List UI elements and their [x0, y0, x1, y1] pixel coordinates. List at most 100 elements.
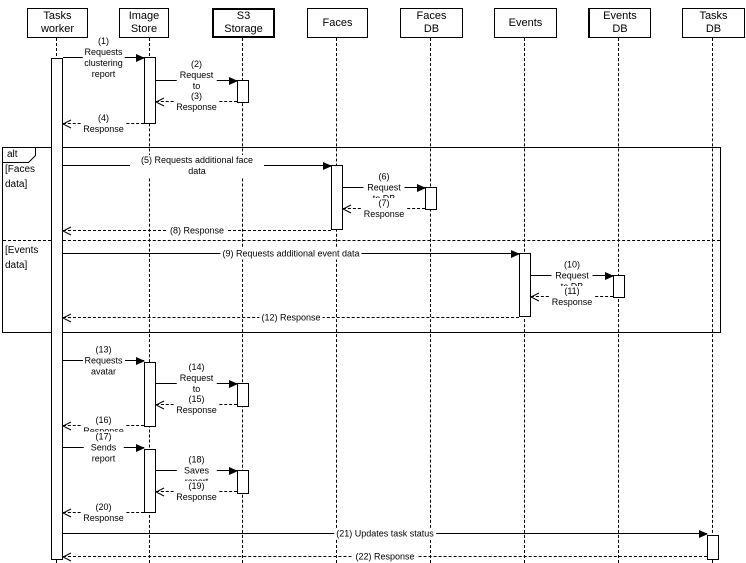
- msg-5-requests-additional-face-data: (5) Requests additional face data: [63, 155, 332, 177]
- message-label: (7) Response: [361, 198, 407, 220]
- message-label: (4) Response: [81, 113, 126, 135]
- msg-6-request-to-db: (6) Request to DB: [343, 171, 426, 205]
- activation-image-store-2: [144, 362, 156, 427]
- msg-19-response: (19) Response: [155, 481, 237, 503]
- msg-7-response: (7) Response: [342, 198, 425, 220]
- msg-22-response: (22) Response: [62, 551, 707, 563]
- actor-label: S3 Storage: [224, 10, 263, 35]
- msg-21-updates-task-status: (21) Updates task status: [63, 528, 708, 540]
- lifeline-image-store: [149, 38, 150, 563]
- activation-s3-storage-3: [237, 470, 249, 494]
- activation-tasks-worker: [51, 58, 63, 560]
- alt-operator-label: alt: [7, 149, 18, 160]
- msg-15-response: (15) Response: [155, 394, 237, 416]
- message-label: (9) Requests additional event data: [220, 248, 362, 260]
- arrowhead-filled-icon: [511, 250, 520, 258]
- arrowhead-open-icon: [62, 552, 72, 562]
- actor-label: Events DB: [603, 10, 637, 35]
- actor-label: Faces: [322, 16, 353, 29]
- message-label: (15) Response: [174, 394, 219, 416]
- actor-label: Tasks worker: [40, 10, 74, 35]
- message-label: (12) Response: [259, 312, 323, 324]
- actor-events-db: Events DB: [588, 8, 651, 38]
- msg-1-requests-clustering-report: (1) Requests clustering report: [63, 36, 145, 80]
- msg-17-sends-report: (17) Sends report: [63, 431, 145, 465]
- arrowhead-open-icon: [530, 292, 540, 302]
- arrowhead-filled-icon: [605, 272, 614, 280]
- message-label: (21) Updates task status: [334, 528, 436, 540]
- actor-tasks-db: Tasks DB: [682, 8, 745, 38]
- actor-faces: Faces: [307, 8, 368, 38]
- arrowhead-filled-icon: [323, 162, 332, 170]
- message-label: (8) Response: [167, 225, 227, 237]
- activation-events: [519, 253, 531, 317]
- lifeline-events-db: [618, 38, 619, 563]
- message-label: (20) Response: [81, 502, 126, 524]
- arrowhead-open-icon: [342, 204, 352, 214]
- activation-events-db: [613, 275, 625, 298]
- message-label: (3) Response: [174, 91, 219, 113]
- message-label: (13) Requests avatar: [82, 344, 125, 378]
- actor-label: Events: [508, 16, 543, 29]
- guard-faces-data: [Faces data]: [5, 164, 36, 190]
- msg-8-response: (8) Response: [62, 225, 331, 237]
- activation-s3-storage-1: [237, 80, 249, 103]
- msg-14-request-to-storage: (14) Request to storage: [156, 362, 238, 406]
- arrowhead-filled-icon: [136, 444, 145, 452]
- arrowhead-open-icon: [62, 119, 72, 129]
- actor-image-store: Image Store: [119, 8, 169, 38]
- activation-image-store-1: [144, 57, 156, 124]
- lifeline-s3-storage: [242, 38, 243, 563]
- msg-9-requests-additional-event-data: (9) Requests additional event data: [63, 248, 520, 260]
- arrowhead-open-icon: [62, 226, 72, 236]
- actor-tasks-worker: Tasks worker: [27, 8, 88, 38]
- lifeline-tasks-db: [712, 38, 713, 563]
- arrowhead-filled-icon: [136, 357, 145, 365]
- actor-faces-db: Faces DB: [400, 8, 463, 38]
- actor-label: Faces DB: [416, 10, 447, 35]
- arrowhead-filled-icon: [229, 467, 238, 475]
- activation-faces: [331, 165, 343, 230]
- actor-label: Tasks DB: [699, 10, 728, 35]
- msg-12-response: (12) Response: [62, 312, 519, 324]
- alt-operator-tab: alt: [2, 147, 36, 163]
- arrowhead-open-icon: [62, 508, 72, 518]
- alt-fragment-divider: [3, 240, 720, 241]
- msg-20-response: (20) Response: [62, 502, 144, 524]
- msg-4-response: (4) Response: [62, 113, 144, 135]
- msg-18-saves-report: (18) Saves report: [156, 454, 238, 488]
- alt-fragment-frame: alt: [2, 147, 721, 333]
- arrowhead-open-icon: [62, 313, 72, 323]
- arrowhead-filled-icon: [417, 184, 426, 192]
- message-label: (5) Requests additional face data: [130, 155, 264, 177]
- message-label: (11) Response: [549, 286, 595, 308]
- activation-s3-storage-2: [237, 383, 249, 407]
- arrowhead-filled-icon: [136, 54, 145, 62]
- actor-events: Events: [494, 8, 557, 38]
- arrowhead-open-icon: [155, 97, 165, 107]
- msg-10-request-to-db: (10) Request to DB: [531, 259, 614, 293]
- arrowhead-open-icon: [62, 421, 72, 431]
- msg-2-request-to-storage: (2) Request to storage: [156, 59, 238, 103]
- arrowhead-filled-icon: [229, 380, 238, 388]
- arrowhead-open-icon: [155, 487, 165, 497]
- message-label: (17) Sends report: [83, 431, 124, 465]
- lifeline-faces-db: [430, 38, 431, 563]
- alt-tab-shape-icon: [2, 147, 36, 163]
- actor-label: Image Store: [128, 10, 160, 35]
- activation-tasks-db: [707, 535, 719, 560]
- arrowhead-open-icon: [155, 400, 165, 410]
- activation-faces-db: [425, 187, 437, 210]
- arrowhead-filled-icon: [229, 77, 238, 85]
- lifeline-faces: [336, 38, 337, 563]
- message-label: (1) Requests clustering report: [82, 36, 125, 80]
- msg-13-requests-avatar: (13) Requests avatar: [63, 344, 145, 378]
- actor-s3-storage: S3 Storage: [212, 8, 275, 38]
- activation-image-store-3: [144, 449, 156, 513]
- msg-11-response: (11) Response: [530, 286, 613, 308]
- msg-3-response: (3) Response: [155, 91, 237, 113]
- message-label: (19) Response: [174, 481, 219, 503]
- arrowhead-filled-icon: [699, 530, 708, 538]
- guard-events-data: [Events data]: [5, 245, 39, 271]
